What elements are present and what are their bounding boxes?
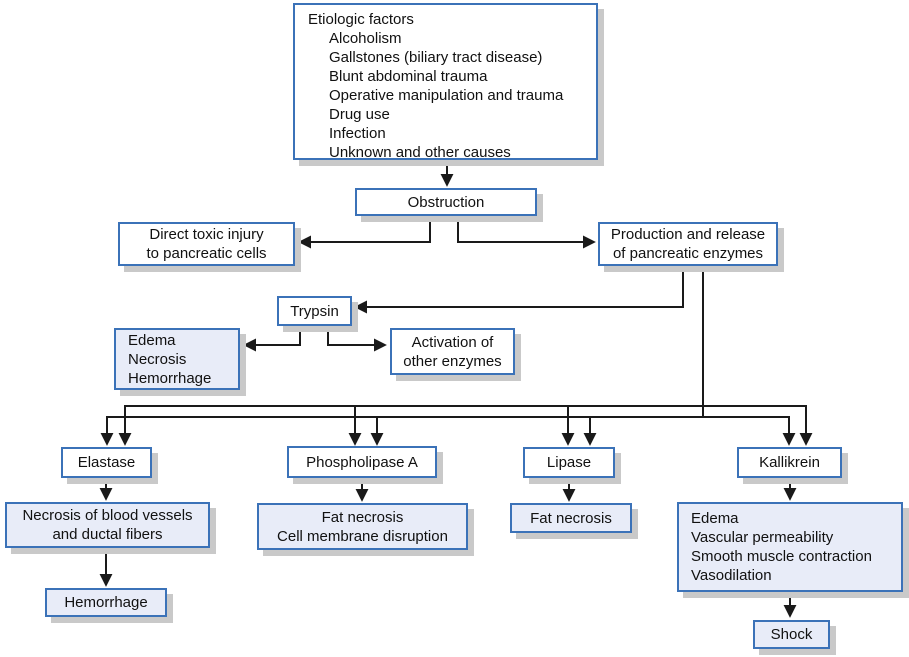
etiologic-item: Unknown and other causes <box>329 144 511 161</box>
etiologic-item: Operative manipulation and trauma <box>329 87 564 104</box>
node-etiologic-factors: Etiologic factors Alcoholism Gallstones … <box>293 3 598 161</box>
node-label: Shock <box>770 626 813 643</box>
node-trypsin: Trypsin <box>277 296 352 326</box>
etiologic-item: Gallstones (biliary tract disease) <box>329 49 543 66</box>
node-label: Edema <box>128 331 176 349</box>
node-label: Hemorrhage <box>128 369 212 387</box>
node-label: Direct toxic injury <box>149 226 264 243</box>
node-label: Hemorrhage <box>64 594 148 611</box>
node-label: Production and release <box>610 226 766 243</box>
node-label: Fat necrosis <box>321 508 404 526</box>
node-kallikrein: Kallikrein <box>737 447 842 478</box>
node-direct-toxic-injury: Direct toxic injury to pancreatic cells <box>118 222 295 266</box>
etiologic-item: Blunt abdominal trauma <box>329 68 488 85</box>
node-label: Vasodilation <box>691 567 772 584</box>
etiologic-item: Alcoholism <box>329 30 402 47</box>
node-label: Activation of <box>411 333 494 351</box>
node-lipase: Lipase <box>523 447 615 478</box>
node-label: Necrosis of blood vessels <box>22 507 193 524</box>
node-production-release-enzymes: Production and release of pancreatic enz… <box>598 222 778 266</box>
node-label: and ductal fibers <box>52 526 163 543</box>
node-label: Fat necrosis <box>530 509 612 527</box>
node-obstruction: Obstruction <box>355 188 537 216</box>
node-label: Obstruction <box>407 193 485 211</box>
node-label: Vascular permeability <box>691 529 834 546</box>
node-necrosis-blood-vessels: Necrosis of blood vessels and ductal fib… <box>5 502 210 548</box>
node-label: Smooth muscle contraction <box>691 548 872 565</box>
etiologic-factors-header: Etiologic factors <box>308 11 414 28</box>
node-phospholipase-a: Phospholipase A <box>287 446 437 478</box>
node-activation-other-enzymes: Activation of other enzymes <box>390 328 515 375</box>
node-label: Edema <box>691 510 739 527</box>
node-shock: Shock <box>753 620 830 649</box>
node-label: Cell membrane disruption <box>277 527 448 545</box>
node-fat-necrosis-cell-membrane: Fat necrosis Cell membrane disruption <box>257 503 468 550</box>
node-label: Necrosis <box>128 350 187 368</box>
node-label: Lipase <box>546 454 592 471</box>
node-label: Trypsin <box>290 302 339 320</box>
etiologic-item: Drug use <box>329 106 390 123</box>
node-label: Kallikrein <box>759 454 820 471</box>
node-label: of pancreatic enzymes <box>612 245 764 262</box>
node-fat-necrosis: Fat necrosis <box>510 503 632 533</box>
node-label: Phospholipase A <box>306 453 418 471</box>
node-label: to pancreatic cells <box>146 245 267 262</box>
node-kallikrein-effects: Edema Vascular permeability Smooth muscl… <box>677 502 903 592</box>
node-hemorrhage: Hemorrhage <box>45 588 167 617</box>
node-elastase: Elastase <box>61 447 152 478</box>
etiologic-item: Infection <box>329 125 386 142</box>
node-label: other enzymes <box>403 352 502 370</box>
node-edema-necrosis-hemorrhage: Edema Necrosis Hemorrhage <box>114 328 240 390</box>
node-label: Elastase <box>77 454 136 471</box>
